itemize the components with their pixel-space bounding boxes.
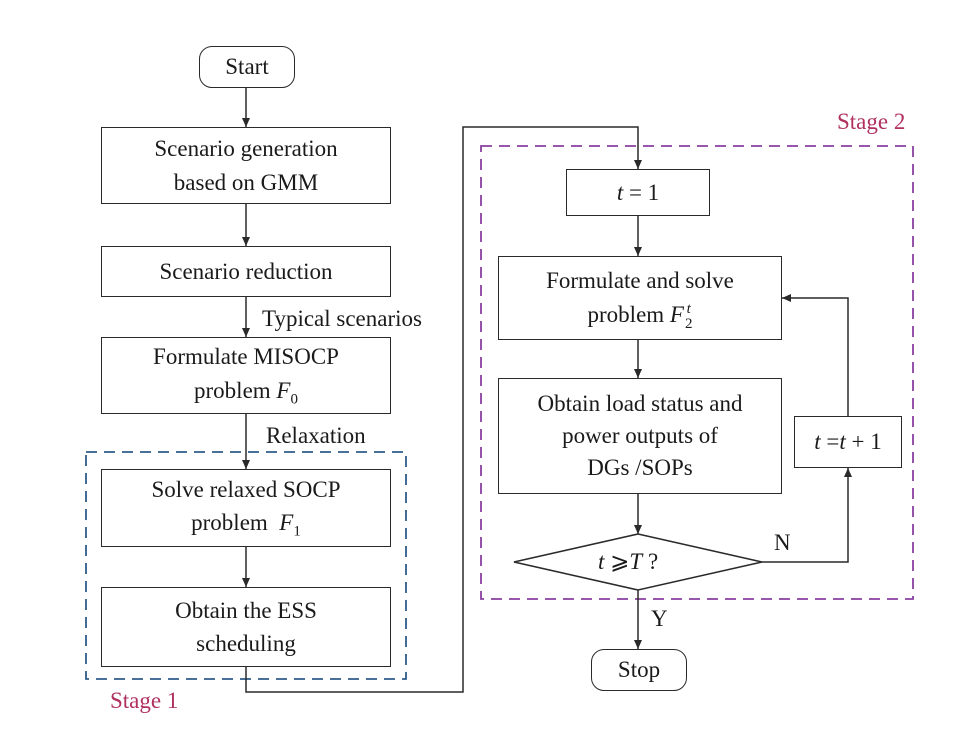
scenario-reduction-node: Scenario reduction [101,246,391,297]
typical-scenarios-label: Typical scenarios [262,306,422,331]
scenario-generation-node: Scenario generation based on GMM [101,127,391,204]
solve-relaxed-line1: Solve relaxed SOCP [151,476,341,502]
arrow-increment-to-formulate [782,294,849,416]
stage1-label: Stage 1 [110,688,179,713]
obtain-load-line2: power outputs of [562,422,718,448]
t-increment-node: t =t + 1 [794,416,902,468]
decision-diamond [513,533,763,591]
scenario-generation-line2: based on GMM [173,169,319,195]
relaxation-label: Relaxation [266,423,366,448]
no-label: N [774,530,791,555]
decision-label: t ⩾T ? [598,549,659,574]
obtain-load-line3: DGs /SOPs [587,455,693,481]
start-node: Start [199,46,295,88]
solve-relaxed-node: Solve relaxed SOCP problem F1 [101,469,391,547]
start-label: Start [225,54,269,80]
scenario-reduction-label: Scenario reduction [159,258,333,284]
stop-node: Stop [591,649,687,691]
stage2-frame [480,145,914,600]
solve-relaxed-line2: problem F1 [191,510,301,540]
obtain-ess-node: Obtain the ESS scheduling [101,587,391,667]
formulate-misocp-line1: Formulate MISOCP [153,344,339,370]
formulate-misocp-node: Formulate MISOCP problem F0 [101,337,391,414]
t-increment-label: t =t + 1 [814,429,882,455]
t-init-node: t = 1 [566,169,710,216]
stop-label: Stop [617,657,661,683]
arrow-ess-to-stage2 [245,126,642,693]
formulate-misocp-line2: problem F0 [194,377,298,408]
formulate-solve-line1: Formulate and solve [546,268,734,294]
arrow-decision-no-loop [762,468,852,563]
obtain-ess-line2: scheduling [196,631,296,656]
obtain-load-line1: Obtain load status and [537,390,743,416]
stage2-label: Stage 2 [837,109,906,134]
scenario-generation-line1: Scenario generation [154,136,338,162]
obtain-load-node: Obtain load status and power outputs of … [498,378,782,494]
yes-label: Y [651,606,668,631]
t-init-label: t = 1 [616,179,660,205]
obtain-ess-line1: Obtain the ESS [175,597,317,623]
